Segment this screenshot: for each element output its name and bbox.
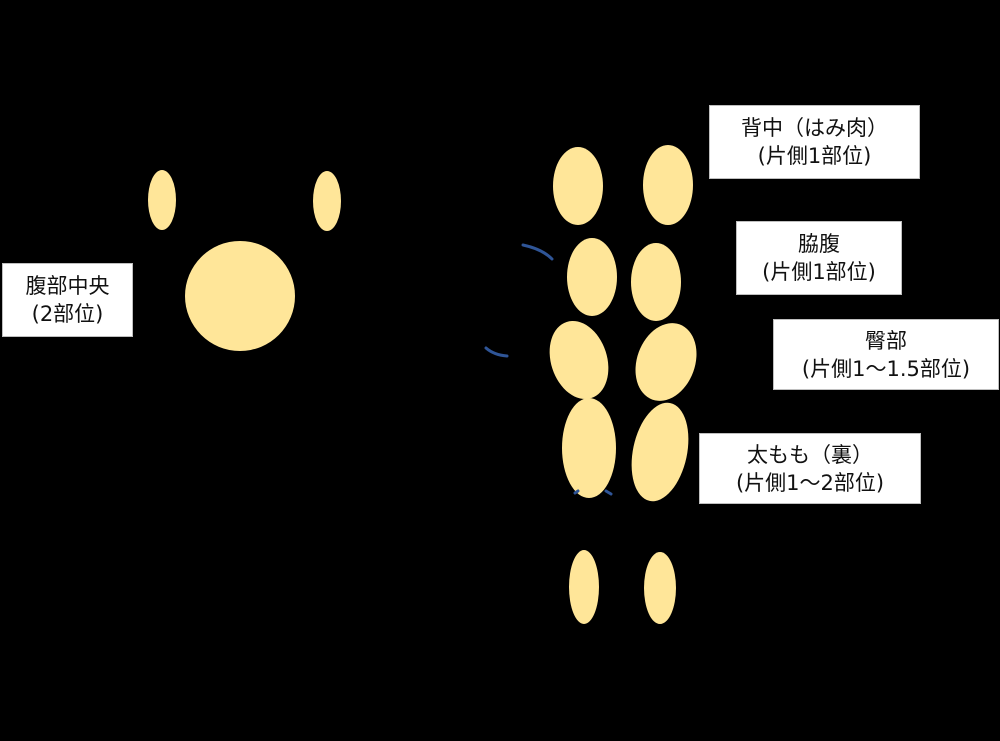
label-abdomen-title: 腹部中央	[25, 274, 110, 298]
flank-right-site	[631, 243, 681, 321]
body-outline-arc-crotch-right	[604, 489, 613, 496]
front-right-upper-site	[313, 171, 341, 231]
thigh-left-site	[562, 398, 616, 498]
label-abdomen-count: (2部位)	[31, 302, 104, 326]
label-back-count: (片側1部位)	[757, 144, 872, 168]
label-buttock-count: (片側1～1.5部位)	[801, 356, 971, 381]
back-left-site	[553, 147, 603, 225]
label-thigh-title: 太もも（裏）	[747, 442, 873, 467]
body-outline-arc-crotch-left	[573, 489, 580, 495]
thigh-right-site	[631, 402, 689, 502]
label-flank-title: 脇腹	[798, 232, 840, 256]
label-buttock-title: 臀部	[865, 328, 907, 353]
back-right-site	[643, 145, 693, 225]
label-back: 背中（はみ肉） (片側1部位)	[709, 105, 920, 179]
label-flank: 脇腹 (片側1部位)	[736, 221, 902, 295]
label-buttock: 臀部 (片側1～1.5部位)	[773, 319, 999, 390]
flank-left-site	[567, 238, 617, 316]
abdomen-center-site	[185, 241, 295, 351]
calf-right-site	[644, 552, 676, 624]
label-flank-count: (片側1部位)	[762, 260, 876, 284]
body-outline-arc-lower	[484, 346, 509, 358]
label-thigh: 太もも（裏） (片側1～2部位)	[699, 433, 921, 504]
label-abdomen: 腹部中央 (2部位)	[2, 263, 133, 337]
buttock-right-site	[635, 323, 697, 401]
buttock-left-site	[549, 320, 609, 400]
calf-left-site	[569, 550, 599, 624]
front-left-upper-site	[148, 170, 176, 230]
label-thigh-count: (片側1～2部位)	[735, 470, 885, 495]
label-back-title: 背中（はみ肉）	[741, 116, 888, 140]
body-outline-arc-upper	[521, 243, 554, 261]
